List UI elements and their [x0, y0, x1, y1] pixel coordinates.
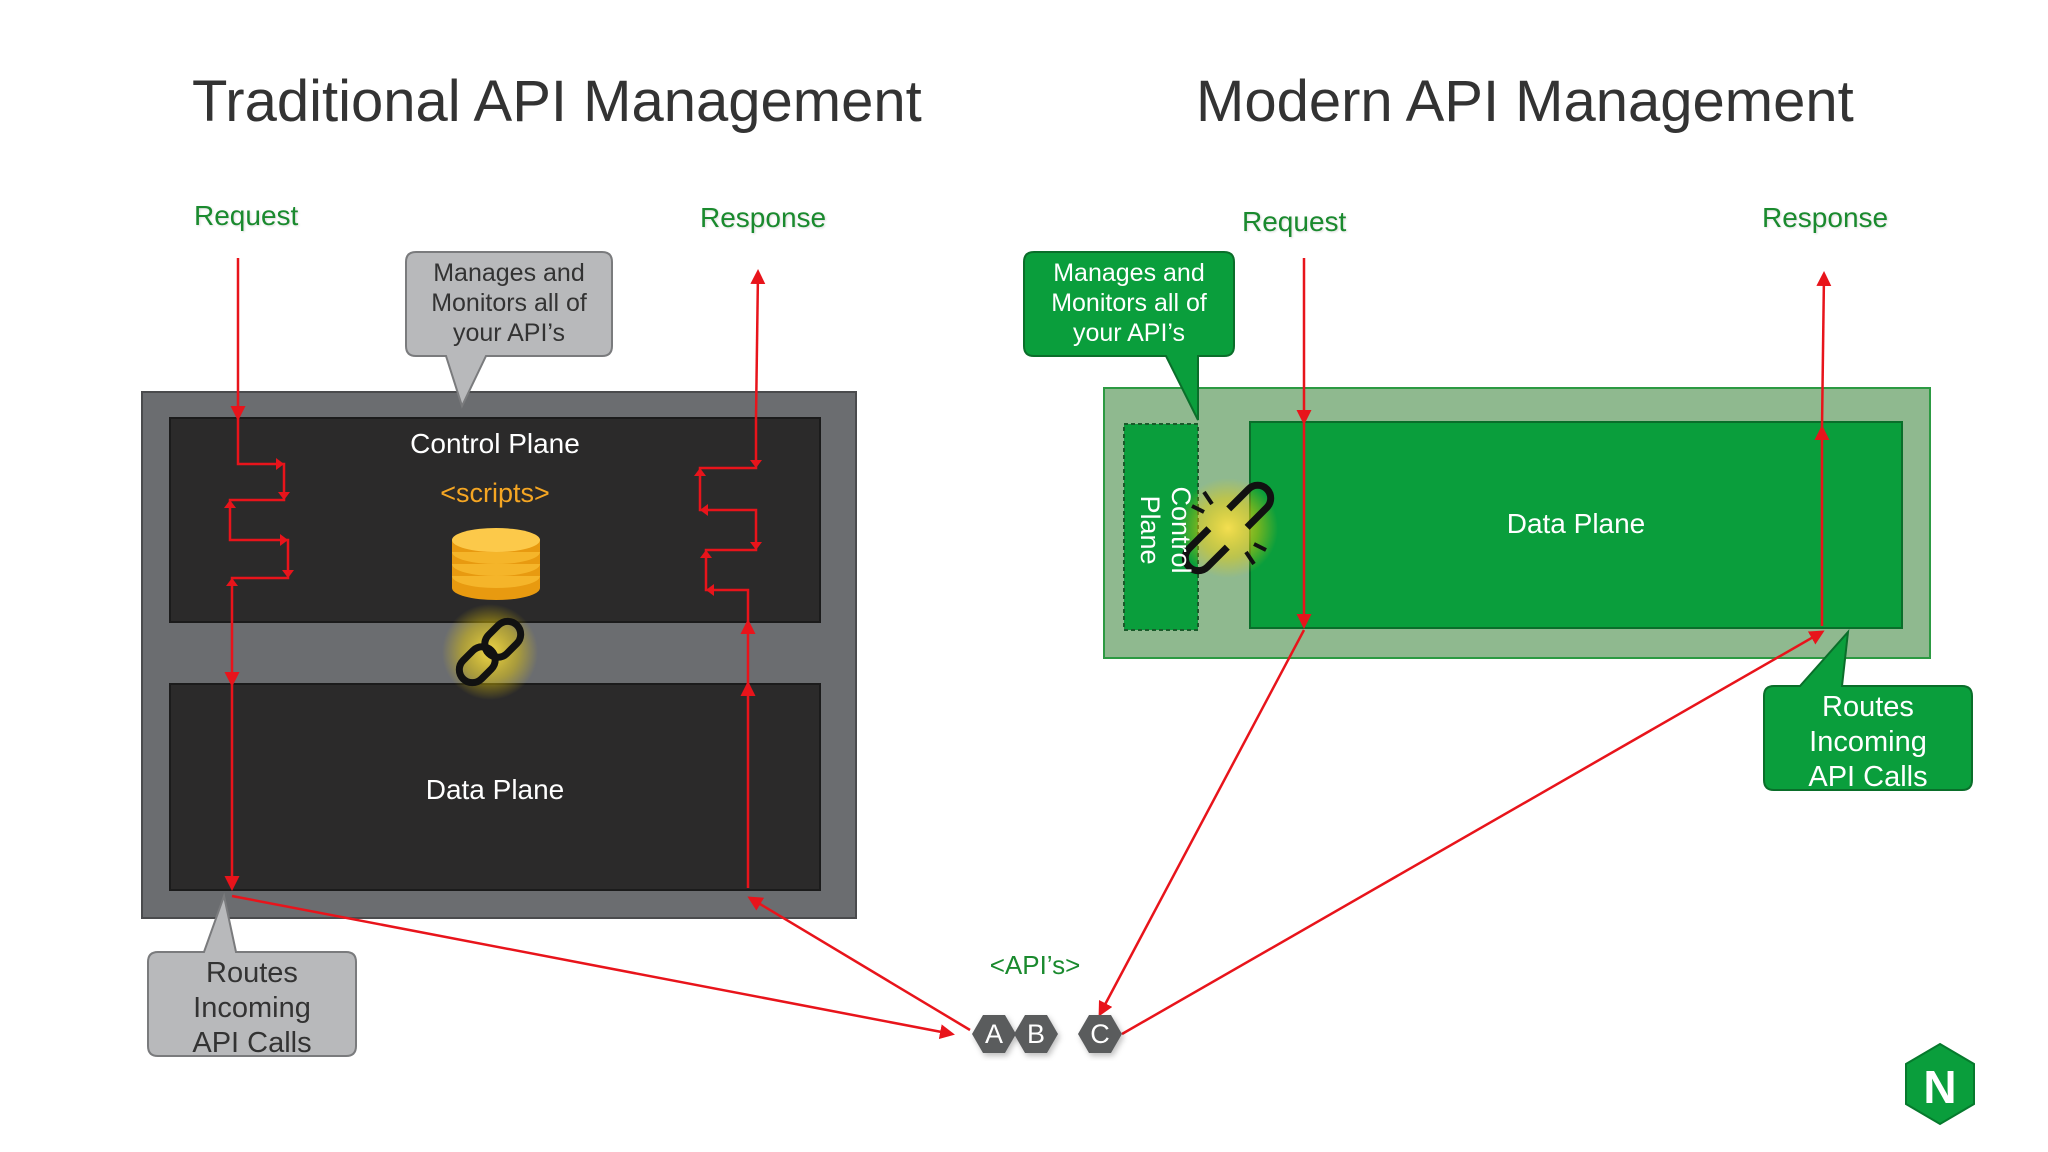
traditional-response-path — [698, 269, 766, 888]
apis-label: <API’s> — [989, 950, 1081, 980]
traditional-data-plane-box — [169, 683, 821, 891]
callout-line: Incoming — [1809, 726, 1927, 758]
traditional-manages-text: Manages and Monitors all of your API’s — [406, 258, 612, 348]
callout-line: your API’s — [1072, 319, 1186, 347]
callout-line: Manages and — [1053, 259, 1205, 287]
nginx-logo-letter: N — [1923, 1061, 1957, 1113]
callout-line: Routes — [206, 957, 298, 989]
modern-request-label: Request — [1242, 206, 1347, 237]
api-node-b[interactable] — [1014, 1015, 1058, 1053]
callout-line: your API’s — [452, 319, 566, 347]
callout-line: Monitors all of — [1051, 289, 1207, 317]
callout-line: Incoming — [193, 992, 311, 1024]
modern-routes-text: Routes Incoming API Calls — [1764, 690, 1972, 795]
modern-manages-callout — [1023, 251, 1235, 421]
traditional-routes-callout — [147, 892, 357, 1057]
modern-manages-text: Manages and Monitors all of your API’s — [1024, 258, 1234, 348]
callout-line: API Calls — [1808, 761, 1928, 793]
scripts-label: <scripts> — [440, 478, 550, 508]
traditional-request-label: Request — [194, 200, 299, 231]
api-connection-lines — [231, 629, 1825, 1040]
traditional-routes-text: Routes Incoming API Calls — [148, 956, 356, 1061]
modern-section — [1023, 251, 1973, 791]
control-plane-line: Plane — [1135, 495, 1165, 565]
control-plane-line: Control — [1166, 486, 1196, 574]
traditional-section — [141, 251, 857, 1057]
traditional-zigzag-arrowheads — [224, 458, 762, 596]
callout-line: Monitors all of — [431, 289, 587, 317]
modern-data-plane-label: Data Plane — [1506, 508, 1646, 539]
nginx-logo — [1905, 1042, 1975, 1126]
modern-control-plane-label: Control Plane — [1135, 460, 1196, 600]
modern-routes-callout — [1763, 628, 1973, 791]
traditional-response-label: Response — [700, 202, 827, 233]
modern-response-label: Response — [1762, 202, 1889, 233]
traditional-request-path — [224, 258, 290, 891]
api-node-b-label: B — [1026, 1019, 1045, 1049]
traditional-manages-callout — [405, 251, 613, 409]
traditional-control-plane-label: Control Plane — [410, 428, 580, 459]
link-icon — [442, 604, 538, 700]
traditional-title: Traditional API Management — [192, 69, 922, 134]
callout-line: API Calls — [192, 1027, 312, 1059]
modern-title: Modern API Management — [1196, 69, 1854, 134]
database-icon — [452, 528, 540, 600]
callout-line: Routes — [1822, 691, 1914, 723]
traditional-data-plane-label: Data Plane — [425, 774, 565, 805]
api-node-c[interactable] — [1078, 1015, 1122, 1053]
api-node-c-label: C — [1090, 1019, 1110, 1049]
modern-response-path — [1814, 271, 1832, 626]
api-node-a-label: A — [984, 1019, 1003, 1049]
api-nodes — [972, 1015, 1122, 1053]
api-node-a[interactable] — [972, 1015, 1016, 1053]
broken-link-icon — [1178, 478, 1278, 578]
callout-line: Manages and — [433, 259, 585, 287]
